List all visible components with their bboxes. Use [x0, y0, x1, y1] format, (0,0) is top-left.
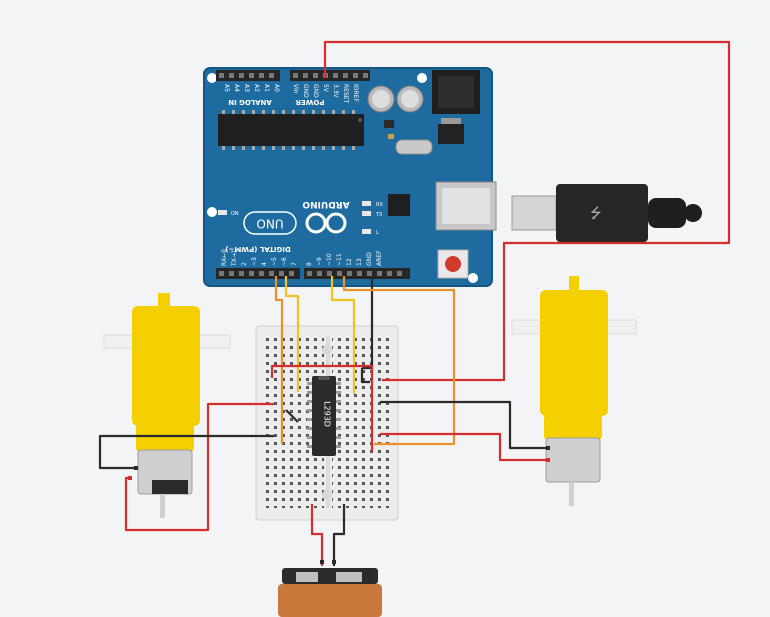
- wire-battery-black[interactable]: [332, 504, 346, 566]
- wire-right-motor-red[interactable]: [380, 432, 548, 462]
- pin-label-11: ~11: [336, 253, 343, 266]
- pin-label-6: ~6: [281, 257, 288, 266]
- pin-label-5v: 5V: [322, 84, 329, 93]
- pin-label-12: 12: [346, 258, 353, 266]
- pin-label-8: 8: [306, 262, 313, 266]
- wire-pin10-yellow[interactable]: [330, 276, 356, 394]
- wire-pin5-yellow[interactable]: [284, 276, 300, 392]
- driver-ic[interactable]: L293D: [307, 376, 341, 456]
- pin-label-gnd-1: GND: [312, 84, 319, 98]
- pin-label-a2: A2: [253, 84, 260, 92]
- power-title: POWER: [295, 98, 325, 106]
- pin-label-reset: RESET: [342, 84, 349, 104]
- left-motor[interactable]: [103, 293, 231, 518]
- logo-loop-icon: [325, 212, 347, 234]
- breadboard-right-holes: [362, 336, 392, 508]
- tx-label: TX: [375, 212, 383, 218]
- usb-cable[interactable]: ⭍: [511, 184, 702, 242]
- analog-in-title: ANALOG IN: [228, 98, 272, 106]
- mounting-hole: [468, 273, 478, 283]
- pin-label-9: ~9: [316, 257, 323, 266]
- pin-label-a1: A1: [263, 84, 270, 92]
- battery[interactable]: [278, 568, 382, 617]
- rx-label: RX: [376, 202, 383, 208]
- l-led: [362, 229, 371, 234]
- battery-body: [278, 584, 382, 617]
- tx-led: [362, 211, 371, 216]
- digital-header-low: [216, 268, 300, 279]
- wire-bb-red-top[interactable]: [270, 364, 374, 378]
- l-label: L: [376, 230, 379, 236]
- on-led: [218, 210, 227, 215]
- pin-label-13: 13: [356, 258, 363, 266]
- board-brand: ARDUINO: [302, 199, 350, 209]
- ic-label: L293D: [323, 401, 332, 427]
- wire-left-motor-red[interactable]: [124, 402, 274, 532]
- pin-label-gnd-d: GND: [366, 252, 373, 266]
- pin-label-0: RX←0: [221, 249, 228, 266]
- wire-bb-black-right[interactable]: [360, 368, 370, 384]
- on-label: ON: [231, 211, 239, 217]
- wire-bb-black-diag[interactable]: [285, 409, 299, 423]
- pin-label-gnd-2: GND: [302, 84, 309, 98]
- microcontroller-chip: [218, 114, 364, 146]
- pin-label-3v3: 3.3V: [332, 84, 339, 99]
- pin-label-2: 2: [241, 262, 248, 266]
- wire-right-motor-black[interactable]: [380, 400, 548, 450]
- mounting-hole: [417, 73, 427, 83]
- rx-led: [362, 201, 371, 206]
- board-model: UNO: [256, 217, 283, 231]
- capacitor: [367, 85, 395, 113]
- pin-label-a4: A4: [233, 84, 240, 92]
- pin-label-7: 7: [291, 262, 298, 266]
- pin-label-10: ~10: [326, 253, 333, 266]
- wire-5v-red[interactable]: [323, 40, 731, 382]
- reset-button[interactable]: [437, 249, 469, 279]
- pin-label-a5: A5: [223, 84, 230, 92]
- capacitor: [396, 85, 424, 113]
- wire-pin6-orange[interactable]: [274, 276, 284, 444]
- pin-label-a0: A0: [273, 84, 280, 92]
- arduino-logo: UNO ARDUINO: [243, 199, 350, 235]
- pin-label-5: ~5: [271, 257, 278, 266]
- pin-label-aref: AREF: [376, 250, 383, 266]
- arduino-board[interactable]: A0 A1 A2 A3 A4 A5 IOREF RESET 3.3V 5V GN…: [203, 67, 497, 287]
- usb-chip: [388, 194, 410, 216]
- voltage-regulator: [438, 124, 464, 144]
- ic-notch: [318, 376, 330, 380]
- digital-title: DIGITAL (PWM~): [225, 245, 290, 253]
- mounting-hole: [207, 73, 217, 83]
- crystal-oscillator: [395, 139, 433, 155]
- pin-label-a3: A3: [243, 84, 250, 92]
- power-header: [290, 70, 370, 81]
- logo-loop-icon: [305, 212, 327, 234]
- wire-pin11-orange[interactable]: [342, 276, 456, 446]
- wire-battery-red[interactable]: [310, 504, 324, 566]
- wire-left-motor-black[interactable]: [98, 434, 274, 470]
- analog-header: [216, 70, 280, 81]
- pin-label-4: 4: [261, 262, 268, 266]
- usb-plug-metal: [511, 195, 557, 231]
- usb-plug-housing: [556, 184, 648, 242]
- breadboard-right-terminal-holes: [332, 336, 360, 508]
- usb-icon: ⭍: [590, 206, 602, 222]
- ic-pins: [307, 382, 341, 448]
- right-motor[interactable]: [511, 276, 637, 506]
- pin-label-1: TX→1: [231, 249, 238, 267]
- motor-can: [545, 437, 601, 483]
- pin-label-vin: Vin: [292, 84, 299, 94]
- mounting-hole: [207, 207, 217, 217]
- breadboard-left-holes: [264, 336, 294, 508]
- pin-label-ioref: IOREF: [352, 84, 359, 102]
- pin-label-3: ~3: [251, 257, 258, 266]
